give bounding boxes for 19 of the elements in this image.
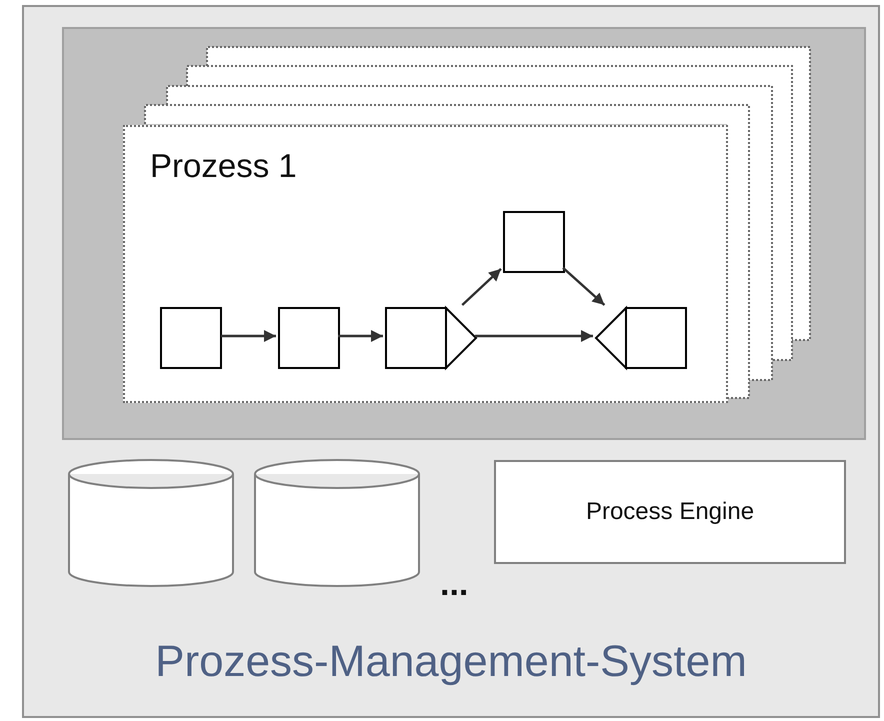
arrow <box>221 330 276 342</box>
task-box <box>385 307 477 369</box>
system-title: Prozess-Management-System <box>154 637 748 687</box>
task-box <box>503 211 565 273</box>
engine-box <box>494 460 846 564</box>
process-title: Prozess 1 <box>150 147 297 185</box>
arrow <box>562 266 606 306</box>
database-cylinder <box>68 460 234 586</box>
task-box <box>595 307 687 369</box>
task-box <box>278 307 340 369</box>
process-page <box>123 125 728 403</box>
engine-label: Process Engine <box>586 498 754 526</box>
ellipsis-text: ... <box>440 565 468 604</box>
task-box <box>160 307 223 369</box>
arrow <box>338 330 383 342</box>
system-box <box>22 5 880 718</box>
database-cylinder <box>254 460 420 586</box>
arrow <box>475 330 593 342</box>
panel-background <box>62 27 866 440</box>
